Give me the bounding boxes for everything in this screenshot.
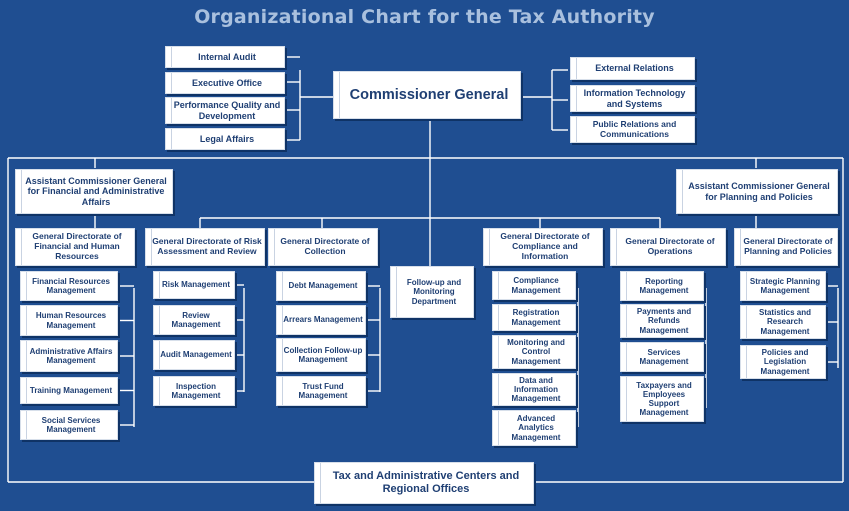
unit-training: Training Management	[20, 377, 118, 404]
staff-unit-legal-affairs: Legal Affairs	[165, 128, 285, 150]
regional-offices-box: Tax and Administrative Centers and Regio…	[314, 462, 534, 504]
unit-data-information: Data and Information Management	[492, 373, 576, 406]
commissioner-general-label: Commissioner General	[349, 86, 509, 103]
unit-monitoring-control: Monitoring and Control Management	[492, 335, 576, 369]
unit-advanced-analytics: Advanced Analytics Management	[492, 410, 576, 446]
unit-policies-legislation: Policies and Legislation Management	[740, 345, 826, 379]
unit-risk: Risk Management	[153, 271, 235, 299]
unit-services: Services Management	[620, 342, 704, 372]
unit-reporting: Reporting Management	[620, 271, 704, 301]
staff-unit-public-relations: Public Relations and Communications	[570, 116, 695, 143]
unit-trust-fund: Trust Fund Management	[276, 376, 366, 406]
staff-unit-internal-audit: Internal Audit	[165, 46, 285, 68]
unit-compliance: Compliance Management	[492, 271, 576, 300]
staff-unit-performance-quality: Performance Quality and Development	[165, 97, 285, 124]
unit-social-services: Social Services Management	[20, 410, 118, 440]
unit-administrative-affairs: Administrative Affairs Management	[20, 340, 118, 372]
directorate-planning-policies: General Directorate of Planning and Poli…	[734, 228, 838, 266]
unit-inspection: Inspection Management	[153, 376, 235, 406]
commissioner-general-box: Commissioner General	[333, 71, 521, 119]
assistant-commissioner-financial: Assistant Commissioner General for Finan…	[15, 169, 173, 214]
unit-payments-refunds: Payments and Refunds Management	[620, 304, 704, 338]
chart-title: Organizational Chart for the Tax Authori…	[194, 6, 655, 28]
unit-audit: Audit Management	[153, 340, 235, 370]
staff-unit-executive-office: Executive Office	[165, 72, 285, 94]
unit-review: Review Management	[153, 305, 235, 335]
unit-arrears: Arrears Management	[276, 305, 366, 335]
unit-statistics-research: Statistics and Research Management	[740, 305, 826, 339]
directorate-operations: General Directorate of Operations	[610, 228, 726, 266]
directorate-compliance: General Directorate of Compliance and In…	[483, 228, 603, 266]
directorate-financial-hr: General Directorate of Financial and Hum…	[15, 228, 135, 266]
unit-collection-follow-up: Collection Follow-up Management	[276, 338, 366, 372]
unit-human-resources: Human Resources Management	[20, 305, 118, 336]
unit-debt: Debt Management	[276, 271, 366, 301]
staff-unit-external-relations: External Relations	[570, 57, 695, 80]
unit-taxpayers-support: Taxpayers and Employees Support Manageme…	[620, 376, 704, 422]
directorate-risk-review: General Directorate of Risk Assessment a…	[145, 228, 265, 266]
unit-financial-resources: Financial Resources Management	[20, 271, 118, 301]
staff-unit-information-technology: Information Technology and Systems	[570, 85, 695, 112]
unit-strategic-planning: Strategic Planning Management	[740, 271, 826, 301]
follow-up-department: Follow-up and Monitoring Department	[390, 266, 474, 318]
directorate-collection: General Directorate of Collection	[268, 228, 378, 266]
assistant-commissioner-planning: Assistant Commissioner General for Plann…	[676, 169, 838, 214]
unit-registration: Registration Management	[492, 304, 576, 331]
